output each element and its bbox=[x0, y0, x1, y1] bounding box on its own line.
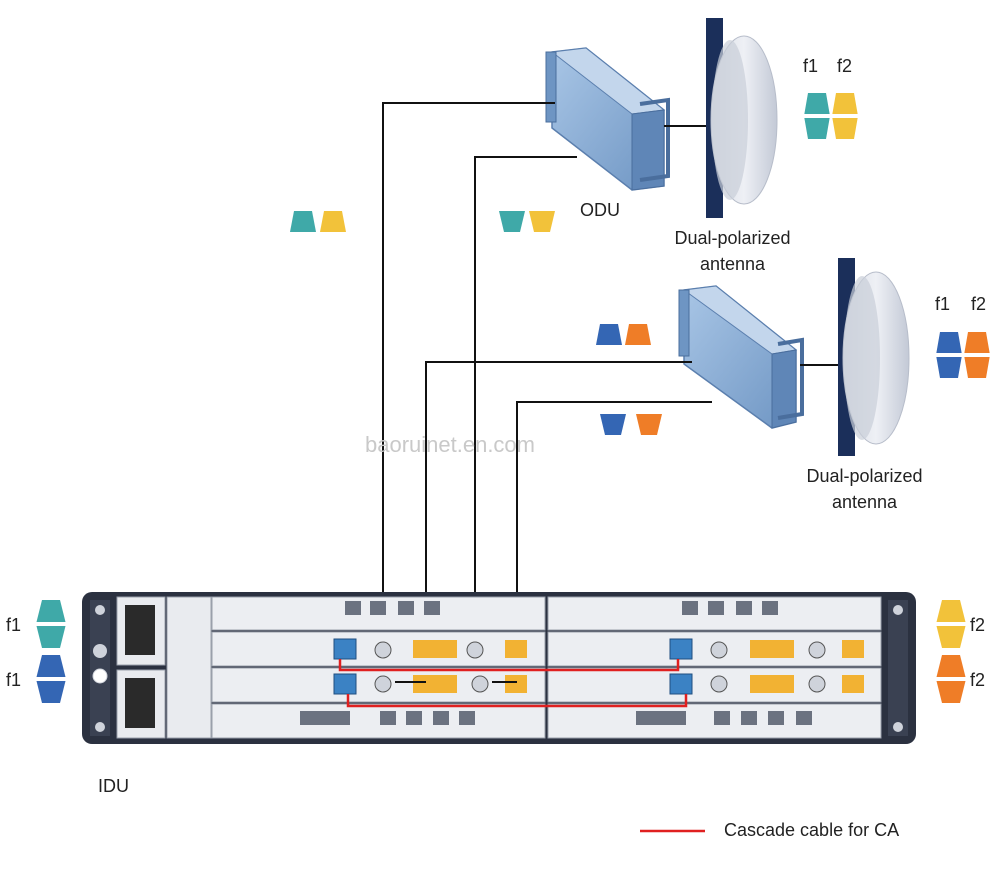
freq-mid-f1: f1 bbox=[935, 294, 951, 314]
freq-right-f2-top: f2 bbox=[970, 615, 986, 635]
cable-1 bbox=[382, 102, 555, 648]
freq-left-f1-top: f1 bbox=[6, 615, 22, 635]
antenna-bottom-label-2: antenna bbox=[831, 492, 898, 512]
freq-mid-f2: f2 bbox=[971, 294, 987, 314]
legend-label: Cascade cable for CA bbox=[724, 820, 900, 840]
pol-glyph-mid-top bbox=[499, 211, 555, 232]
hex-pair-mid bbox=[936, 332, 990, 378]
freq-right-f2-bottom: f2 bbox=[970, 670, 986, 690]
pol-glyph-mid-bottom-up bbox=[596, 324, 651, 345]
if-cables bbox=[382, 102, 712, 682]
odu-bottom bbox=[678, 285, 804, 429]
cable-4 bbox=[516, 401, 712, 682]
cascade-cables bbox=[338, 659, 688, 708]
hex-right bbox=[936, 600, 966, 703]
cable-2 bbox=[474, 156, 577, 648]
antenna-top bbox=[706, 18, 778, 218]
freq-top-f2: f2 bbox=[837, 56, 853, 76]
idu-label: IDU bbox=[98, 776, 129, 796]
antenna-bottom-label-1: Dual-polarized bbox=[806, 466, 923, 486]
cable-3 bbox=[425, 361, 692, 682]
hex-pair-top bbox=[804, 93, 858, 139]
antenna-top-label-2: antenna bbox=[699, 254, 766, 274]
hex-left bbox=[36, 600, 66, 703]
odu-top bbox=[545, 47, 670, 191]
pol-glyph-left bbox=[290, 211, 346, 232]
freq-top-f1: f1 bbox=[803, 56, 819, 76]
watermark: baoruinet.en.com bbox=[365, 432, 535, 457]
pol-glyph-mid-bottom-down bbox=[600, 414, 662, 435]
antenna-top-label-1: Dual-polarized bbox=[674, 228, 791, 248]
antenna-bottom bbox=[838, 258, 910, 456]
odu-label: ODU bbox=[580, 200, 620, 220]
freq-left-f1-bottom: f1 bbox=[6, 670, 22, 690]
idu-chassis bbox=[82, 592, 916, 744]
